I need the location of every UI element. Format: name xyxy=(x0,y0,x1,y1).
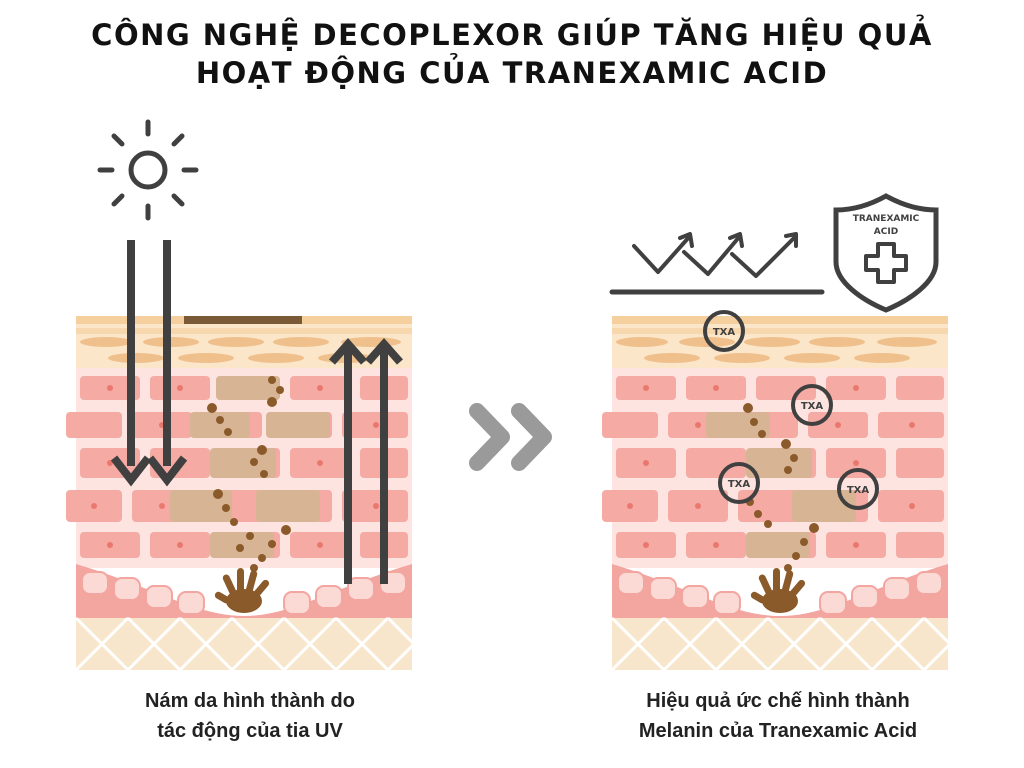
right-skin-diagram xyxy=(600,314,978,672)
txa-molecule: TXA xyxy=(718,462,760,504)
txa-label: TXA xyxy=(801,401,824,412)
title-line-2: HOẠT ĐỘNG CỦA TRANEXAMIC ACID xyxy=(195,56,829,90)
page-title: CÔNG NGHỆ DECOPLEXOR GIÚP TĂNG HIỆU QUẢ … xyxy=(0,16,1024,92)
left-caption: Nám da hình thành do tác động của tia UV xyxy=(60,686,440,746)
right-caption-line-2: Melanin của Tranexamic Acid xyxy=(638,720,918,742)
txa-label: TXA xyxy=(728,479,751,490)
txa-molecule: TXA xyxy=(837,468,879,510)
melanin-granules-reduced xyxy=(743,403,819,572)
shield-plus-icon: TRANEXAMIC ACID xyxy=(833,193,939,313)
txa-label: TXA xyxy=(713,327,736,338)
pigmented-cells xyxy=(170,376,330,558)
sun-icon xyxy=(97,119,199,221)
title-line-1: CÔNG NGHỆ DECOPLEXOR GIÚP TĂNG HIỆU QUẢ xyxy=(91,18,933,52)
left-skin-diagram xyxy=(64,314,442,672)
shield-label-2: ACID xyxy=(874,227,898,237)
forward-chevrons-icon xyxy=(469,403,552,471)
left-caption-line-2: tác động của tia UV xyxy=(157,720,343,742)
txa-molecule: TXA xyxy=(703,310,745,352)
txa-label: TXA xyxy=(847,485,870,496)
right-caption: Hiệu quả ức chế hình thành Melanin của T… xyxy=(578,686,978,746)
left-caption-line-1: Nám da hình thành do xyxy=(145,690,355,712)
shield-label-1: TRANEXAMIC xyxy=(853,214,920,224)
txa-molecule: TXA xyxy=(791,384,833,426)
check-marks-icon xyxy=(609,232,825,295)
uv-down-arrows xyxy=(110,240,188,487)
melanin-granules xyxy=(207,376,291,572)
right-caption-line-1: Hiệu quả ức chế hình thành xyxy=(646,690,910,712)
uv-up-arrows xyxy=(329,337,403,584)
